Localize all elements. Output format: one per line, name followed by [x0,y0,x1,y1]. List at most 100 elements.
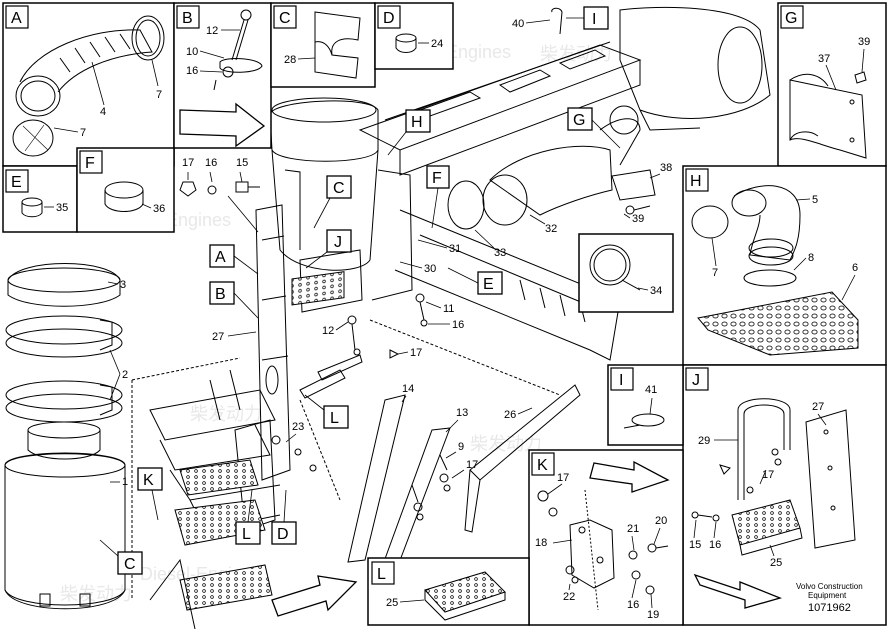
part-label-7: 7 [156,89,162,101]
callout-letter-b: B [215,286,226,303]
part-label-28: 28 [284,54,296,66]
main-part-labels: 17 16 15 3 2 1 27 12 40 38 39 32 33 31 3… [107,18,672,488]
detail-label-l: L [377,566,386,583]
callout-letter-d: D [277,526,289,543]
part-number-p16: 16 [452,319,464,331]
detail-panel-j: J 27 29 17 15 16 25 Volvo Construction E… [682,364,887,626]
part-label-21: 21 [627,523,639,535]
part-number-p2: 2 [122,369,128,381]
detail-inset-34: 34 [578,233,674,313]
part-label-27b: 27 [812,401,824,413]
callout-box-c-top: C [313,175,352,229]
bolt-cluster [271,293,451,521]
detail-panel-c: C 28 [270,2,376,88]
part-number-p17: 17 [182,157,194,169]
part-label-35: 35 [56,202,68,214]
detail-panel-l: L 25 [271,557,530,626]
detail-label-k: K [537,457,548,474]
callout-letter-h: H [411,114,423,131]
part-number-p15: 15 [236,157,248,169]
callout-letter-a: A [215,249,226,266]
part-number-p11: 11 [443,303,454,315]
part-number-p1: 1 [122,476,128,488]
main-callouts: C H F G I J E [99,6,621,575]
part-label-25b: 25 [770,557,782,569]
part-label-17c: 17 [557,472,569,484]
callout-letter-k: K [143,472,154,489]
caption-line1: Volvo Construction [796,582,863,591]
part-number-p3: 3 [120,279,126,291]
part-number-p26: 26 [504,409,516,421]
callout-box-h: H [387,109,431,156]
part-label-20: 20 [655,515,667,527]
watermark-cn-2: 柴发动力 [190,404,262,424]
part-label-7b: 7 [80,127,86,139]
callout-box-g: G [567,107,621,149]
callout-letter-l: L [330,410,339,427]
callout-box-l-bottom: L [235,489,261,545]
detail-panel-i: I 41 [607,364,684,446]
part-label-24: 24 [431,38,443,50]
detail-panel-a: A 4 7 7 [2,2,175,167]
part-label-16c: 16 [709,539,721,551]
watermark-cn-3: 柴发动力 [470,434,542,454]
part-label-7c: 7 [712,267,718,279]
callout-letter-e: E [483,276,494,293]
detail-label-i: I [619,372,623,389]
part-label-25: 25 [386,597,398,609]
callout-box-d: D [271,489,297,545]
detail-panel-e: E 35 [2,165,78,233]
part-number-p38: 38 [660,162,672,174]
callout-box-c-bottom: C [99,539,143,575]
part-label-5: 5 [812,194,818,206]
part-number-p31: 31 [449,243,461,255]
part-number-p17: 17 [466,459,478,471]
part-label-29: 29 [698,435,710,447]
callout-box-k: K [137,467,163,521]
detail-label-f: F [85,155,95,172]
callout-letter-f: F [432,170,442,187]
detail-panel-h: H 5 7 8 6 [682,165,887,366]
part-number-p14: 14 [402,383,414,395]
part-number-p27: 27 [212,331,224,343]
detail-label-h: H [690,173,702,190]
part-number-p9: 9 [458,441,464,453]
callout-box-f: F [426,165,450,229]
detail-label-d: D [383,10,395,27]
caption-line2: Equipment [808,591,847,600]
callout-box-i: I [551,6,609,35]
detail-label-a: A [11,10,22,27]
part-number-p16: 16 [205,157,217,169]
callout-box-e: E [447,267,503,295]
callout-box-j: J [305,229,352,269]
part-number-p17: 17 [410,347,422,359]
callout-letter-i: I [592,11,596,28]
part-label-34: 34 [650,285,662,297]
part-number-p40: 40 [512,18,524,30]
part-label-16d: 16 [627,599,639,611]
part-number-p30: 30 [424,263,436,275]
callout-letter-c: C [333,180,345,197]
detail-panel-g: G 37 39 [777,2,887,167]
part-label-10: 10 [186,46,198,58]
part-number-p13: 13 [456,407,468,419]
part-label-8: 8 [808,252,814,264]
callout-letter-l: L [242,526,251,543]
callout-letter-j: J [334,234,342,251]
part-number-p32: 32 [545,223,557,235]
callout-letter-g: G [573,112,585,129]
part-label-37: 37 [818,53,830,65]
detail-panel-f: F 36 [76,147,175,233]
part-label-15b: 15 [689,539,701,551]
detail-label-g: G [785,10,797,27]
part-number-p39: 39 [632,213,644,225]
part-label-36: 36 [153,203,165,215]
callout-box-a: A [209,244,259,275]
part-number-p12: 12 [322,325,334,337]
detail-label-j: J [692,372,700,389]
detail-label-c: C [279,10,291,27]
detail-panel-k: K 17 18 21 20 22 16 19 [528,449,684,626]
part-label-39: 39 [858,36,870,48]
part-label-41: 41 [645,384,657,396]
